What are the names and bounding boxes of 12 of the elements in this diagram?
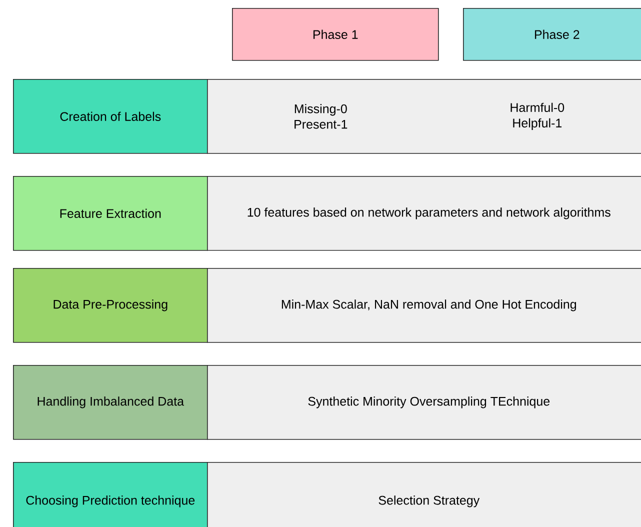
description-box: Selection Strategy	[207, 462, 641, 527]
phase-box: Phase 2	[463, 8, 641, 61]
description-box: Missing-0 Present-1 Harmful-0 Helpful-1	[207, 79, 641, 154]
category-box: Creation of Labels	[13, 79, 208, 154]
description-box: Synthetic Minority Oversampling TEchnique	[207, 364, 641, 440]
category-box: Feature Extraction	[13, 176, 208, 251]
category-box: Data Pre-Processing	[13, 268, 208, 343]
description-box: 10 features based on network parameters and network algorithms	[207, 176, 641, 251]
category-box: Choosing Prediction technique	[13, 462, 208, 527]
description-box: Min-Max Scalar, NaN removal and One Hot Encoding	[207, 268, 641, 343]
category-box: Handling Imbalanced Data	[13, 364, 208, 440]
phase-box: Phase 1	[232, 8, 439, 61]
